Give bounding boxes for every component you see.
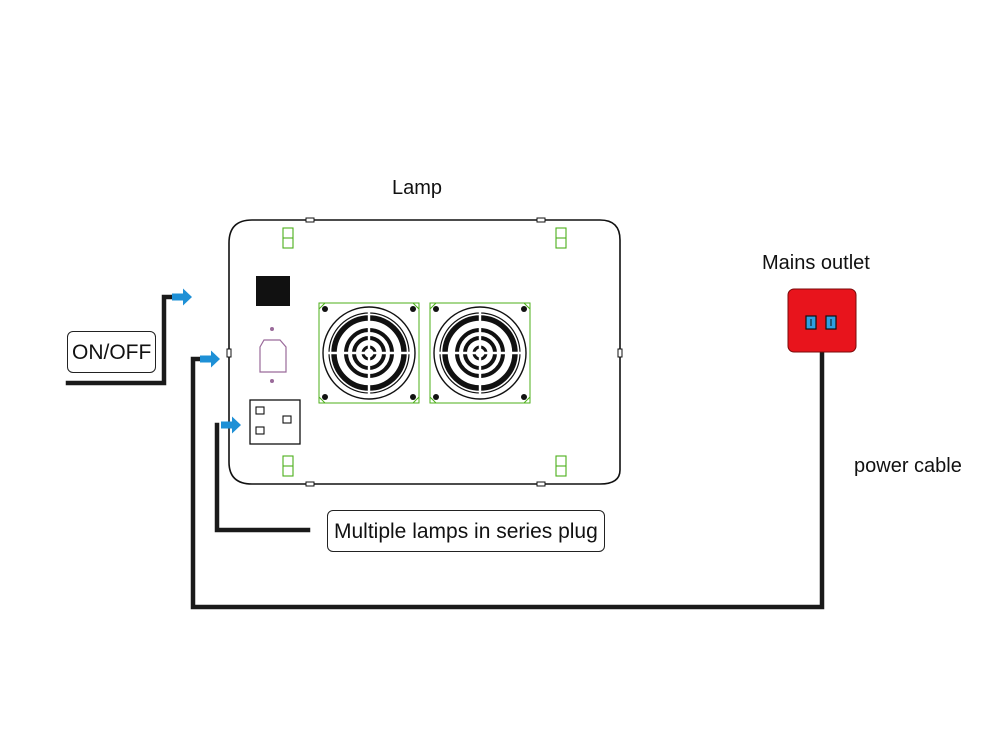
arrow-right-icon <box>200 350 220 368</box>
rocker-switch-icon[interactable] <box>256 276 290 306</box>
cable-lines <box>65 294 825 610</box>
lamp-body <box>226 217 623 487</box>
lamp-label: Lamp <box>392 177 443 199</box>
on-off-label: ON/OFF <box>67 331 157 373</box>
mains-outlet-label: Mains outlet <box>762 252 870 274</box>
series-socket-icon <box>249 399 301 445</box>
wall-outlet-icon <box>787 288 857 353</box>
power-cable-label: power cable <box>854 455 962 477</box>
iec-power-inlet-icon <box>259 327 287 383</box>
power-cable-line <box>190 349 825 610</box>
series-plug-label: Multiple lamps in series plug <box>327 510 605 552</box>
on-off-cable <box>65 294 175 386</box>
arrow-right-icon <box>172 288 192 306</box>
series-plug-cable <box>214 422 311 533</box>
